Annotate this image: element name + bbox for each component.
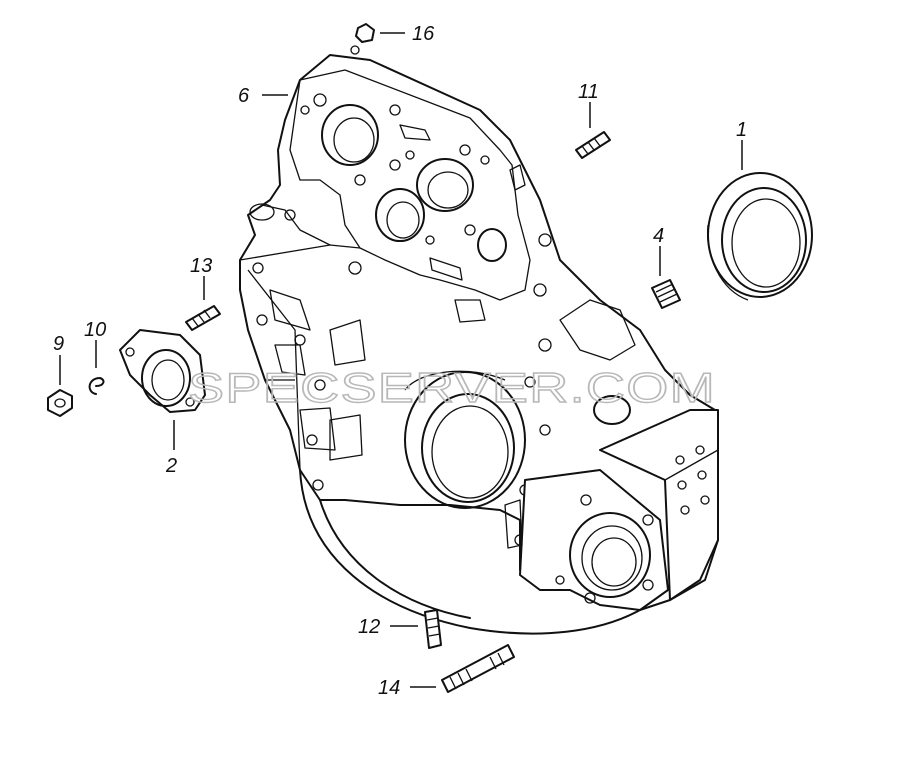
callout-10: 10 bbox=[84, 319, 106, 341]
callout-11: 11 bbox=[578, 81, 599, 103]
flywheel-housing bbox=[239, 45, 719, 635]
stud-short bbox=[651, 279, 681, 309]
callout-12: 12 bbox=[358, 616, 380, 638]
plug-16 bbox=[355, 23, 375, 43]
callout-labels: 16 6 11 1 4 13 10 9 2 12 14 bbox=[53, 23, 747, 699]
leader-lines bbox=[59, 32, 743, 688]
dowel-pin bbox=[424, 609, 442, 649]
seal-housing-small bbox=[119, 329, 206, 413]
callout-13: 13 bbox=[190, 255, 212, 277]
stud-13 bbox=[185, 305, 221, 331]
lock-washer bbox=[88, 377, 105, 395]
stud-11 bbox=[575, 131, 611, 159]
callout-9: 9 bbox=[53, 333, 64, 355]
callout-1: 1 bbox=[736, 119, 747, 141]
seal-ring-large bbox=[706, 172, 813, 301]
watermark: SPECSERVER.COM bbox=[188, 364, 716, 411]
callout-6: 6 bbox=[238, 85, 250, 107]
callout-16: 16 bbox=[412, 23, 435, 45]
callout-2: 2 bbox=[165, 455, 177, 477]
callout-14: 14 bbox=[378, 677, 400, 699]
callout-4: 4 bbox=[653, 225, 664, 247]
hex-nut bbox=[47, 389, 73, 417]
stud-long bbox=[441, 644, 515, 693]
